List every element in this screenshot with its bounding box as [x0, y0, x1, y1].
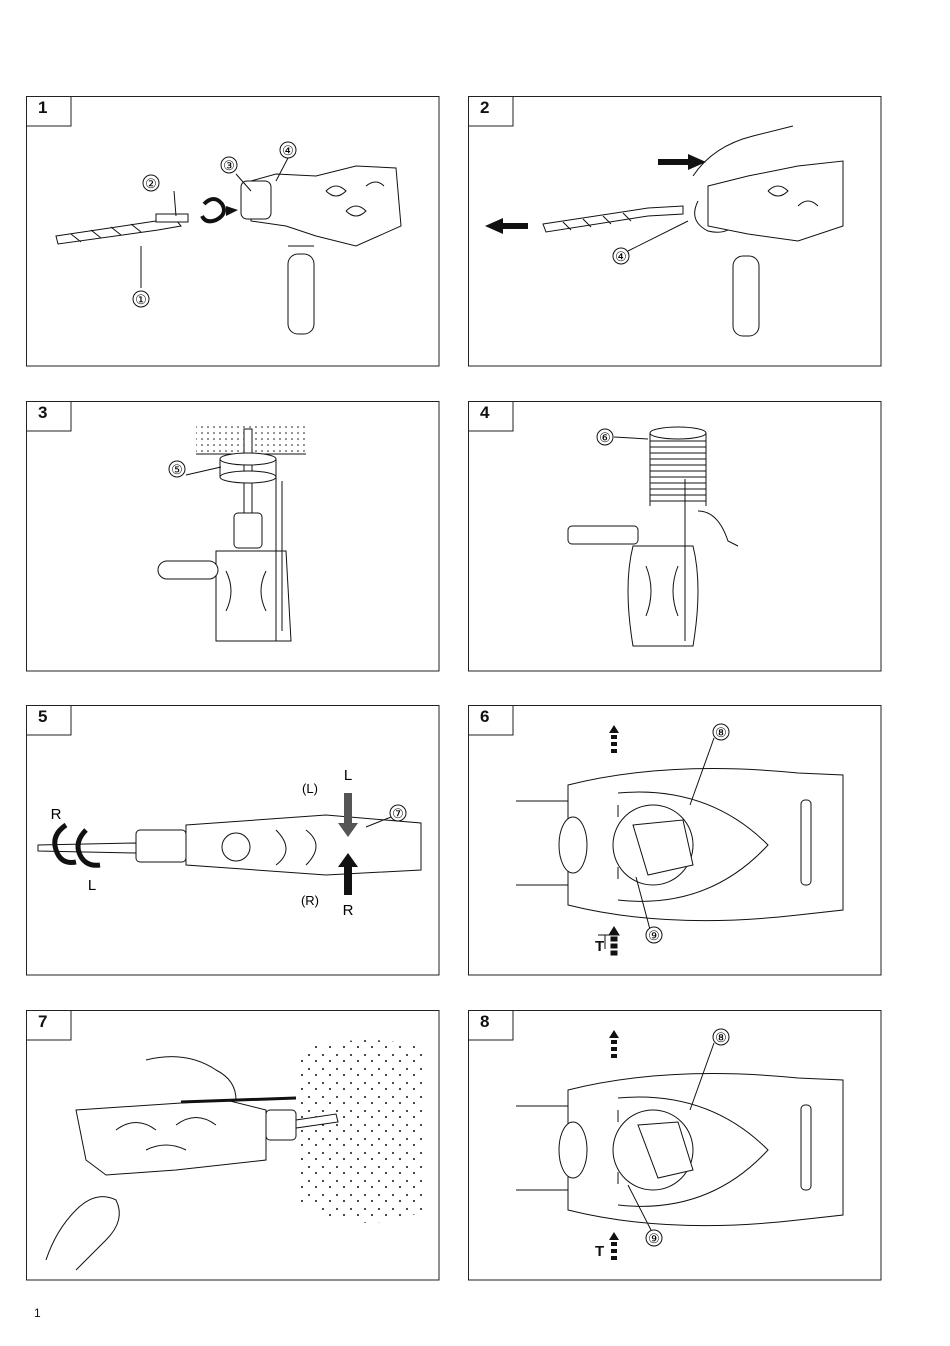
panel-tab [26, 1010, 72, 1041]
panel-number: 2 [480, 98, 490, 117]
drill-bit-insertion-illustration: ① ② ③ ④ [55, 141, 402, 335]
panel-tab [468, 401, 514, 432]
figure-panel-4: 4 ⑥ [468, 401, 882, 672]
figure-panel-1: 1 ① ② ③ ④ [26, 96, 440, 367]
figure-panel-5: 5 R L L R (L) (R) ⑦ [26, 705, 440, 976]
callout-9: ⑨ [648, 928, 660, 943]
dust-cup-illustration: ⑤ [157, 426, 306, 642]
hammer-mode-letter: T [595, 1243, 604, 1260]
callout-7: ⑦ [392, 806, 404, 821]
figure-panel-2: 2 ④ [468, 96, 882, 367]
callout-8: ⑧ [715, 1030, 727, 1045]
callout-5: ⑤ [171, 462, 183, 477]
callout-2: ② [145, 176, 157, 191]
callout-r-mark: (R) [301, 893, 319, 908]
panel-number: 7 [38, 1012, 48, 1031]
figure-panel-6: 6 T ⑧ ⑨ [468, 705, 882, 976]
figure-panel-3: 3 ⑤ [26, 401, 440, 672]
callout-1: ① [135, 292, 147, 307]
page-number: 1 [34, 1306, 41, 1320]
panel-frame [468, 705, 882, 976]
panel-tab [468, 705, 514, 736]
letter-l-rotation: L [88, 877, 96, 894]
callout-4: ④ [615, 249, 627, 264]
panel-frame [468, 401, 882, 672]
letter-r-switch: R [343, 902, 354, 919]
panel-frame [26, 705, 440, 976]
callout-l-mark: (L) [302, 781, 318, 796]
rotation-direction-switch-illustration: R L L R (L) (R) ⑦ [37, 767, 422, 919]
callout-6: ⑥ [599, 430, 611, 445]
letter-r-rotation: R [51, 806, 62, 823]
callout-3: ③ [223, 158, 235, 173]
callout-8: ⑧ [715, 725, 727, 740]
panel-tab [26, 705, 72, 736]
panel-frame [26, 1010, 440, 1281]
callout-9: ⑨ [648, 1231, 660, 1246]
callout-4: ④ [282, 143, 294, 158]
figure-panel-7: 7 [26, 1010, 440, 1281]
panel-frame [468, 1010, 882, 1281]
drill-bit-removal-illustration: ④ [485, 125, 844, 337]
panel-number: 1 [38, 98, 48, 117]
panel-tab [468, 1010, 514, 1041]
dust-cup-bellows-illustration: ⑥ [567, 426, 739, 647]
panel-tab [26, 401, 72, 432]
figure-panel-8: 8 T ⑧ ⑨ [468, 1010, 882, 1281]
panel-tab [468, 96, 514, 127]
letter-l-switch: L [344, 767, 352, 784]
panel-frame [26, 96, 440, 367]
panel-number: 4 [480, 403, 490, 422]
panel-number: 5 [38, 707, 48, 726]
panel-frame [26, 401, 440, 672]
mode-selector-hammer-illustration: T ⑧ ⑨ [516, 1028, 844, 1260]
hammer-drilling-illustration [45, 1040, 426, 1271]
panel-number: 8 [480, 1012, 490, 1031]
panel-tab [26, 96, 72, 127]
panel-number: 6 [480, 707, 490, 726]
panel-number: 3 [38, 403, 48, 422]
mode-selector-drilling-illustration: T ⑧ ⑨ [516, 723, 844, 956]
panel-frame [468, 96, 882, 367]
hammer-mode-letter: T [595, 938, 604, 955]
